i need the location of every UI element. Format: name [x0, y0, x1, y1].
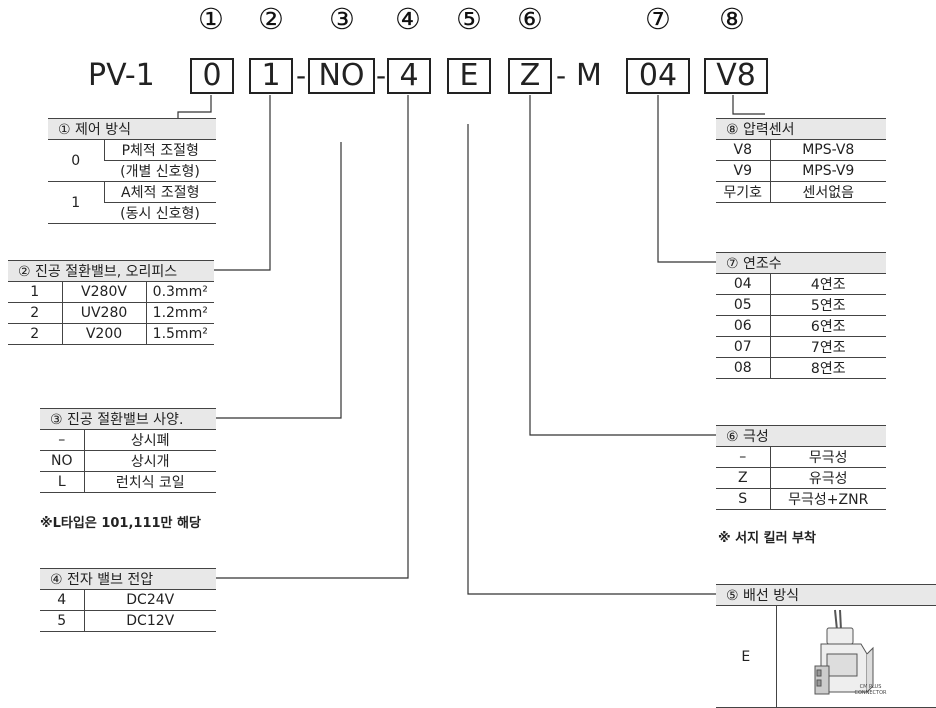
code-hyphen-3: -: [556, 58, 566, 94]
wiring-type-label: E: [716, 606, 776, 708]
table-title: ④ 전자 밸브 전압: [40, 569, 216, 590]
code-number-8: ⑧: [712, 4, 752, 34]
code-hyphen-2: -: [376, 58, 386, 94]
code-number-4: ④: [388, 4, 428, 34]
table-title: ① 제어 방식: [48, 119, 216, 140]
code-number-5: ⑤: [449, 4, 489, 34]
leader-line-5: [468, 124, 716, 594]
code-number-3: ③: [322, 4, 362, 34]
connector-caption: CM PLUS CONNECTOR: [851, 684, 891, 696]
leader-line-1: [178, 95, 211, 118]
code-number-2: ②: [251, 4, 291, 34]
leader-line-2: [214, 95, 270, 270]
code-number-7: ⑦: [638, 4, 678, 34]
code-box-6: Z: [508, 58, 552, 94]
connector-image-cell: CM PLUS CONNECTOR: [776, 606, 936, 708]
code-m-letter: M: [576, 58, 602, 94]
code-number-6: ⑥: [510, 4, 550, 34]
code-box-5: E: [447, 58, 491, 94]
leader-line-6: [530, 95, 716, 435]
code-hyphen-1: -: [296, 58, 306, 94]
note-surge-killer: ※ 서지 킬러 부착: [718, 527, 816, 546]
leader-line-8: [733, 95, 765, 114]
table-title: ⑤ 배선 방식: [716, 585, 936, 606]
model-prefix: PV-1: [88, 58, 155, 94]
note-l-type: ※L타입은 101,111만 해당: [40, 512, 201, 531]
leader-line-7: [658, 95, 716, 262]
code-box-4: 4: [387, 58, 431, 94]
table-title: ⑧ 압력센서: [716, 119, 886, 140]
code-box-7: 04: [626, 58, 690, 94]
table-title: ② 진공 절환밸브, 오리피스: [8, 261, 214, 282]
table-title: ⑥ 극성: [716, 426, 886, 447]
code-box-2: 1: [249, 58, 293, 94]
code-box-8: V8: [704, 58, 768, 94]
leader-line-3: [216, 142, 341, 418]
table-title: ⑦ 연조수: [716, 253, 886, 274]
code-number-1: ①: [191, 4, 231, 34]
leader-line-4: [216, 95, 408, 578]
table-wiring-method: ⑤ 배선 방식 E CM PLUS CONNECTOR: [716, 584, 936, 708]
code-box-1: 0: [190, 58, 234, 94]
table-title: ③ 진공 절환밸브 사양.: [40, 409, 216, 430]
code-box-3: NO: [308, 58, 375, 94]
